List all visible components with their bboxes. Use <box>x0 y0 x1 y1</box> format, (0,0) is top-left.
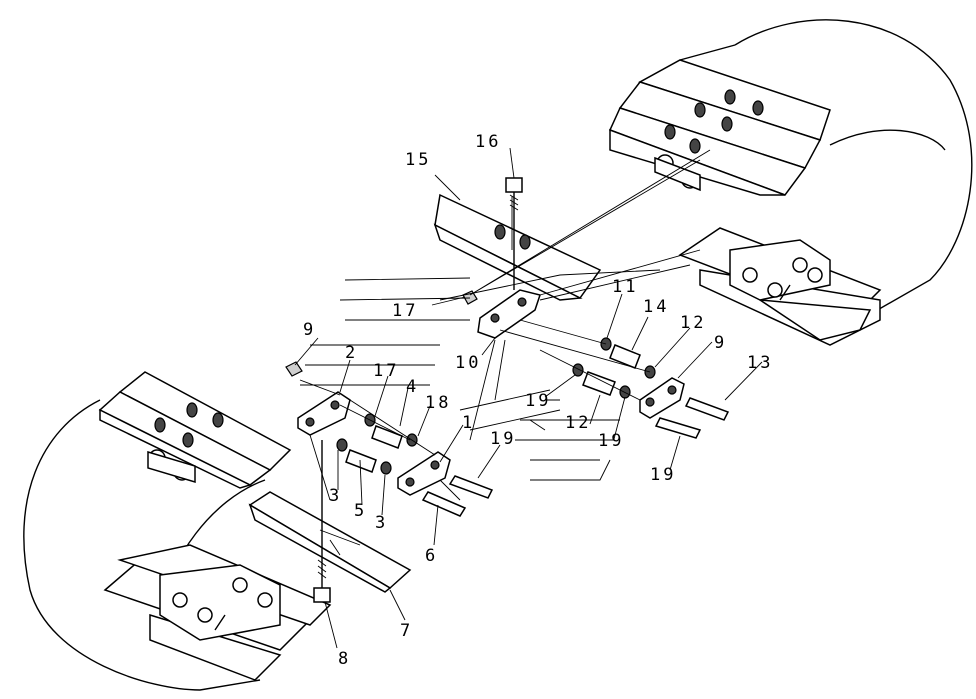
track-shoe-group-left <box>98 371 292 489</box>
callout-10: 9 <box>714 333 727 353</box>
track-loop-upper-right <box>608 19 973 346</box>
link-1 <box>397 451 451 496</box>
callout-11: 10 <box>455 353 481 373</box>
track-loop-lower-left <box>23 371 332 691</box>
link-2 <box>297 391 351 436</box>
nut-9 <box>285 361 303 377</box>
callout-8: 8 <box>338 649 351 669</box>
callout-19-b: 18 <box>425 393 451 413</box>
track-shoe-group-top <box>608 59 831 196</box>
callout-3-a: 3 <box>329 486 342 506</box>
callout-6: 6 <box>425 546 438 566</box>
callout-20-b: 19 <box>650 465 676 485</box>
callout-3-b: 3 <box>375 513 388 533</box>
callout-12-lower: 12 <box>680 313 706 333</box>
track-shoe-group-bottom <box>103 544 332 681</box>
callout-4: 4 <box>406 377 419 397</box>
callout-18: 17 <box>392 301 418 321</box>
bushings-and-seals <box>336 337 656 475</box>
link-11 <box>477 289 541 339</box>
callout-labels: 15 16 17 9 2 10 11 14 12 9 13 17 4 18 1 … <box>303 132 773 669</box>
track-shoe-7 <box>248 491 412 593</box>
callout-15: 13 <box>747 353 773 373</box>
callout-5: 5 <box>354 501 367 521</box>
callout-16: 15 <box>405 150 431 170</box>
callout-12-upper: 11 <box>612 277 638 297</box>
callout-19-c: 19 <box>525 391 551 411</box>
link-10 <box>639 377 685 419</box>
track-shoe-16 <box>433 193 602 301</box>
callout-7: 7 <box>400 621 413 641</box>
leader-lines <box>294 147 763 649</box>
pins <box>421 397 730 517</box>
callout-20-a: 19 <box>490 429 516 449</box>
callout-17: 16 <box>475 132 501 152</box>
track-shoe-group-right <box>678 227 882 346</box>
callout-2: 2 <box>345 343 358 363</box>
bolt-8 <box>313 440 331 603</box>
alignment-lines <box>299 149 711 501</box>
callout-1: 1 <box>462 413 475 433</box>
callout-9: 9 <box>303 320 316 340</box>
callout-14: 14 <box>643 297 669 317</box>
callout-19-d: 19 <box>598 431 624 451</box>
callout-19-a: 17 <box>373 361 399 381</box>
callout-13: 12 <box>565 413 591 433</box>
